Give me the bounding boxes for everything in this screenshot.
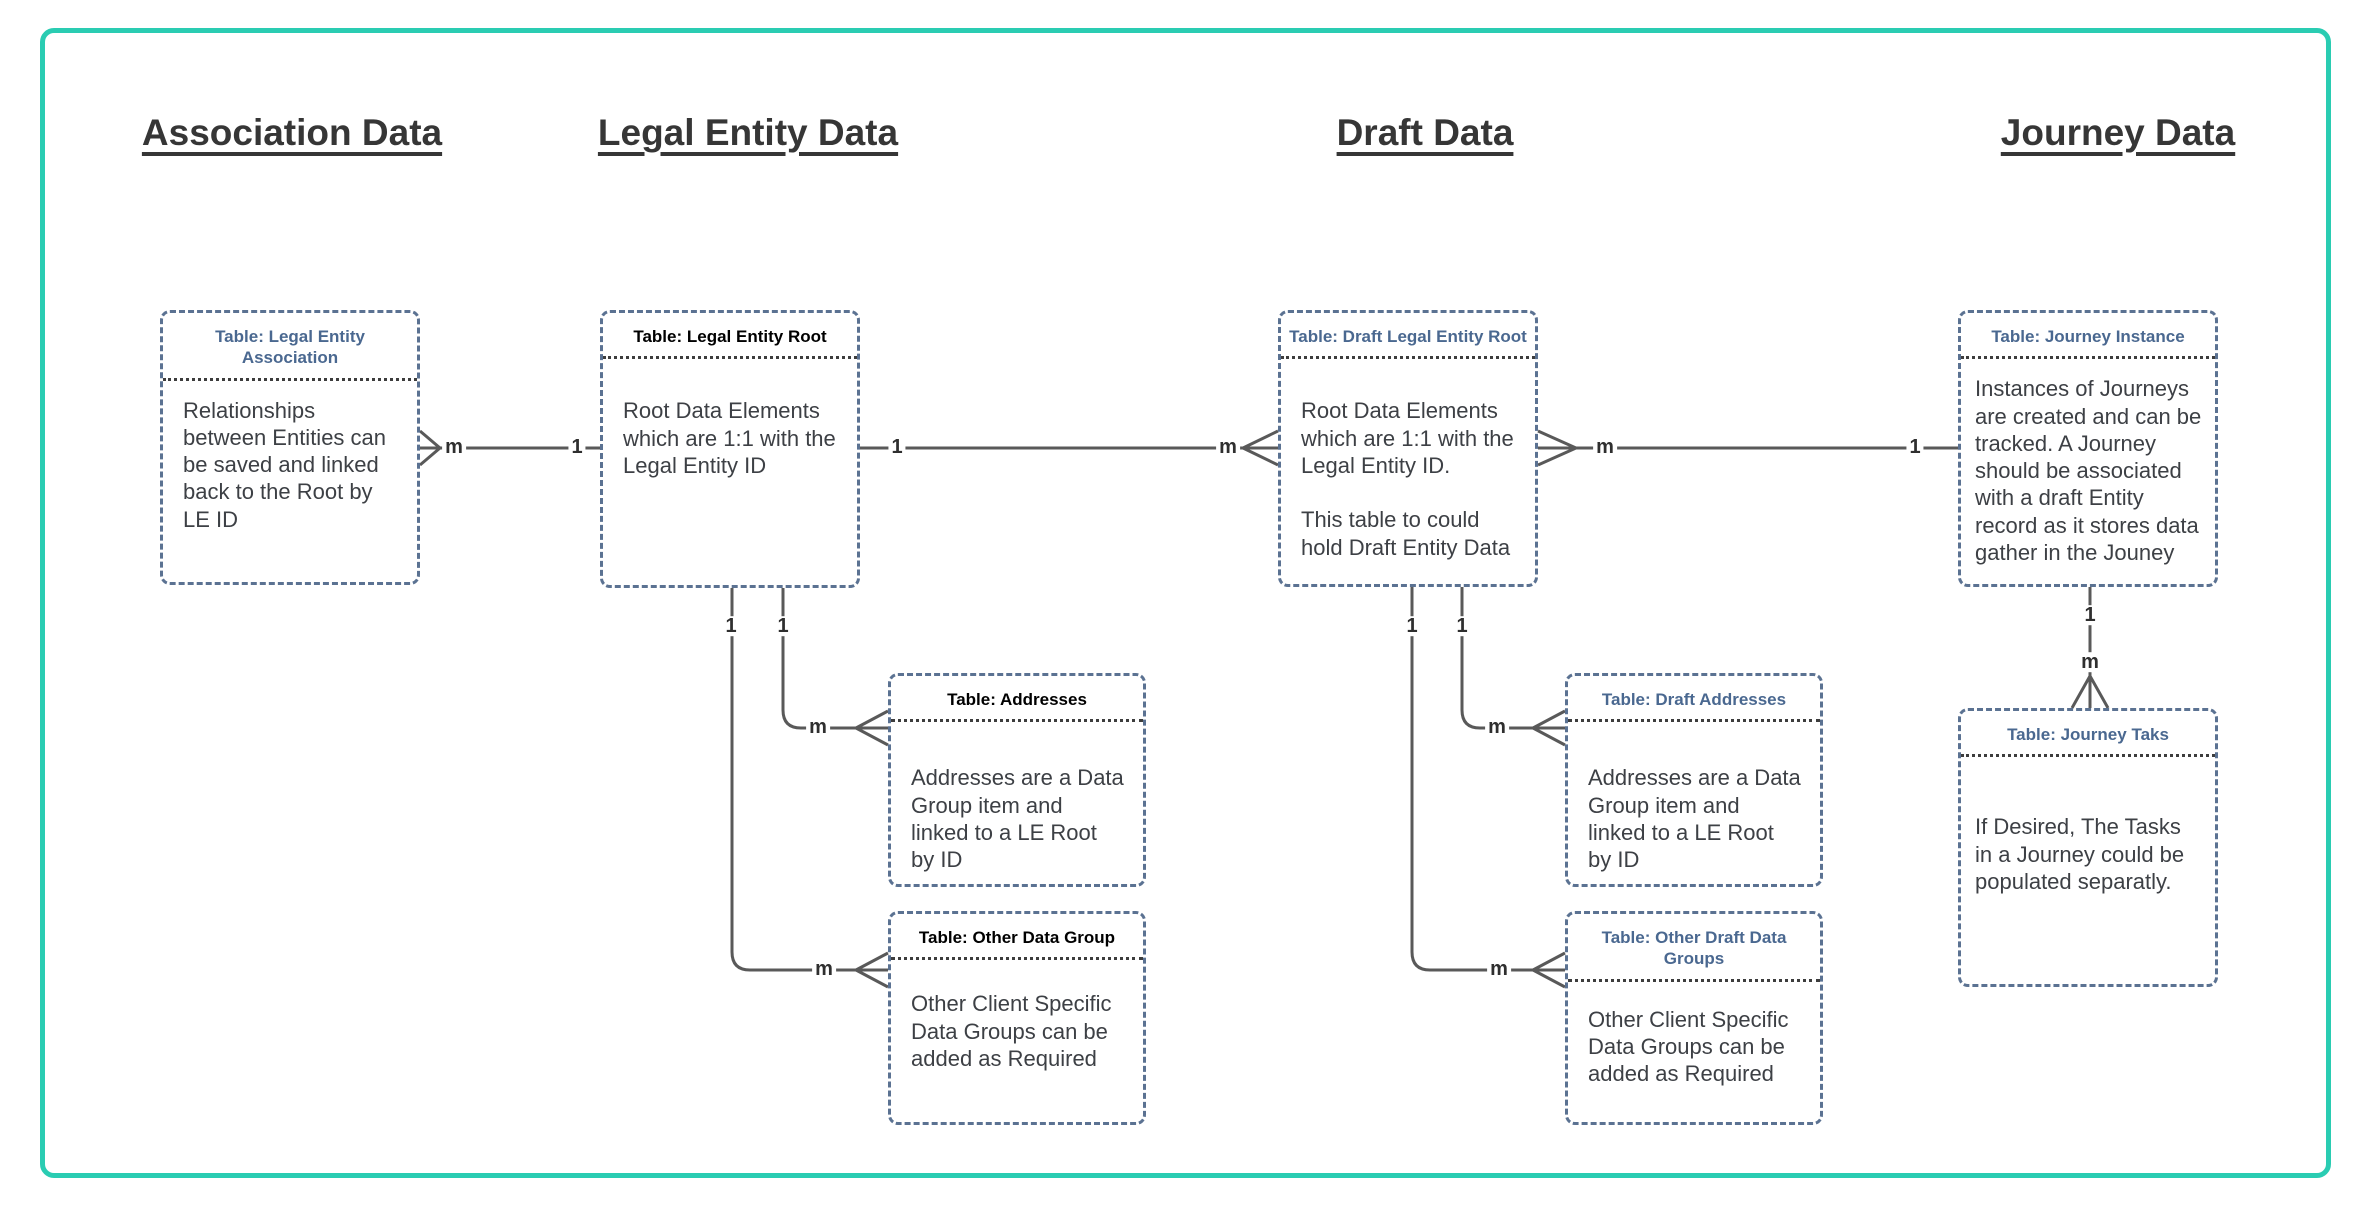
canvas-border (40, 28, 2331, 1178)
table-box-addresses[interactable]: Table: Addresses Addresses are a Data Gr… (888, 673, 1146, 887)
cardinality-label[interactable]: 1 (1906, 437, 1924, 458)
cardinality-label[interactable]: 1 (1453, 616, 1471, 637)
table-description: Relationships between Entities can be sa… (183, 397, 387, 532)
table-title: Table: Journey Taks (1961, 711, 2215, 758)
cardinality-label[interactable]: m (1593, 437, 1617, 458)
table-description: If Desired, The Tasks in a Journey could… (1975, 814, 2185, 894)
cardinality-label[interactable]: m (1216, 437, 1240, 458)
cardinality-label[interactable]: 1 (1403, 616, 1421, 637)
table-box-draft-legal-entity-root[interactable]: Table: Draft Legal Entity Root Root Data… (1278, 310, 1538, 587)
table-description: Root Data Elements which are 1:1 with th… (1301, 398, 1514, 560)
cardinality-label[interactable]: m (812, 959, 836, 980)
cardinality-label[interactable]: 1 (2081, 605, 2099, 626)
column-header-legal-entity-data: Legal Entity Data (597, 112, 899, 153)
table-box-other-data-group[interactable]: Table: Other Data Group Other Client Spe… (888, 911, 1146, 1125)
column-header-draft-data: Draft Data (1336, 112, 1514, 153)
table-box-journey-instance[interactable]: Table: Journey Instance Instances of Jou… (1958, 310, 2218, 587)
column-header-journey-data: Journey Data (2000, 112, 2236, 153)
table-description: Root Data Elements which are 1:1 with th… (623, 398, 836, 478)
cardinality-label[interactable]: m (1485, 717, 1509, 738)
cardinality-label[interactable]: m (1487, 959, 1511, 980)
cardinality-label[interactable]: m (442, 437, 466, 458)
column-header-association-data: Association Data (141, 112, 443, 153)
table-box-legal-entity-association[interactable]: Table: Legal Entity Association Relation… (160, 310, 420, 585)
table-box-journey-taks[interactable]: Table: Journey Taks If Desired, The Task… (1958, 708, 2218, 987)
cardinality-label[interactable]: m (2078, 652, 2102, 673)
table-box-other-draft-data-groups[interactable]: Table: Other Draft Data Groups Other Cli… (1565, 911, 1823, 1125)
table-title: Table: Journey Instance (1961, 313, 2215, 360)
cardinality-label[interactable]: 1 (722, 616, 740, 637)
table-title: Table: Other Draft Data Groups (1568, 914, 1820, 982)
cardinality-label[interactable]: 1 (568, 437, 586, 458)
table-description: Other Client Specific Data Groups can be… (911, 991, 1112, 1071)
table-description: Other Client Specific Data Groups can be… (1588, 1006, 1789, 1087)
table-title: Table: Other Data Group (891, 914, 1143, 961)
table-title: Table: Addresses (891, 676, 1143, 723)
table-description: Addresses are a Data Group item and link… (911, 765, 1124, 873)
cardinality-label[interactable]: m (806, 717, 830, 738)
table-description: Instances of Journeys are created and ca… (1975, 376, 2202, 565)
table-title: Table: Draft Legal Entity Root (1281, 313, 1535, 360)
table-title: Table: Draft Addresses (1568, 676, 1820, 723)
table-box-legal-entity-root[interactable]: Table: Legal Entity Root Root Data Eleme… (600, 310, 860, 588)
table-box-draft-addresses[interactable]: Table: Draft Addresses Addresses are a D… (1565, 673, 1823, 887)
table-title: Table: Legal Entity Association (163, 313, 417, 381)
cardinality-label[interactable]: 1 (888, 437, 906, 458)
cardinality-label[interactable]: 1 (774, 616, 792, 637)
table-description: Addresses are a Data Group item and link… (1588, 765, 1801, 873)
table-title: Table: Legal Entity Root (603, 313, 857, 360)
